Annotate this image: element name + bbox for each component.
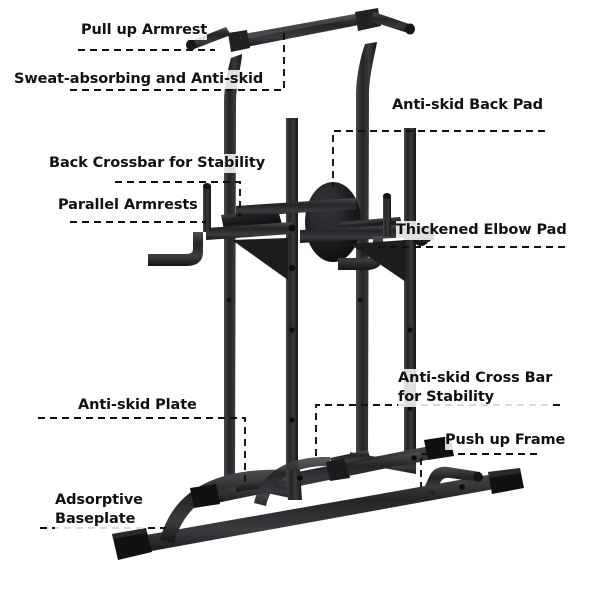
armrest-beam-left [206,222,292,240]
gusset-left [232,238,288,280]
callout-label-parallel-armrests: Parallel Armrests [58,196,198,215]
pull-up-bar [233,12,374,48]
leader-anti-skid-cross-bar [315,404,560,461]
bolt-details [226,297,465,490]
callout-label-anti-skid-cross-bar: Anti-skid Cross Bar for Stability [398,369,553,407]
leader-push-up-frame [420,453,537,487]
callout-label-sweat-absorbing-anti-skid: Sweat-absorbing and Anti-skid [14,70,264,89]
callout-label-pull-up-armrest: Pull up Armrest [81,21,208,40]
base-cross-rail-mid [236,452,420,492]
anti-skid-foot-cap-left-back [190,484,220,508]
angled-grip-left [186,27,231,51]
dip-handle-post-right [383,193,391,236]
foot-peg-rear [326,450,370,481]
side-bracket-left [288,224,296,272]
back-crossbar [236,198,356,217]
dip-handle-right [338,236,383,270]
gusset-right [350,240,406,282]
push-up-frame-handle [424,466,483,496]
upright-post-right-front [404,128,416,470]
angled-grip-right [370,12,415,35]
leader-anti-skid-plate [38,417,246,487]
anti-skid-foot-cap-right-front [488,468,524,494]
base-rail-front [118,470,522,556]
bar-clamp-left [228,30,250,52]
callout-label-adsorptive-baseplate: Adsorptive Baseplate [55,491,143,529]
base-diagonal-left [286,470,302,500]
dip-handle-post-left [203,183,211,232]
callout-label-anti-skid-plate: Anti-skid Plate [78,396,197,415]
callout-label-anti-skid-back-pad: Anti-skid Back Pad [392,96,543,115]
leader-back-crossbar-stability [115,181,241,216]
leader-sweat-absorbing [70,32,285,91]
callout-label-back-crossbar-stability: Back Crossbar for Stability [49,154,266,173]
upright-post-left-front [286,118,298,495]
dip-handle-left [148,232,203,266]
callout-label-push-up-frame: Push up Frame [445,431,566,450]
anti-skid-foot-cap-left-front [112,528,152,560]
callout-label-thickened-elbow-pad: Thickened Elbow Pad [396,221,567,240]
curved-base-strut-rear [254,456,330,506]
